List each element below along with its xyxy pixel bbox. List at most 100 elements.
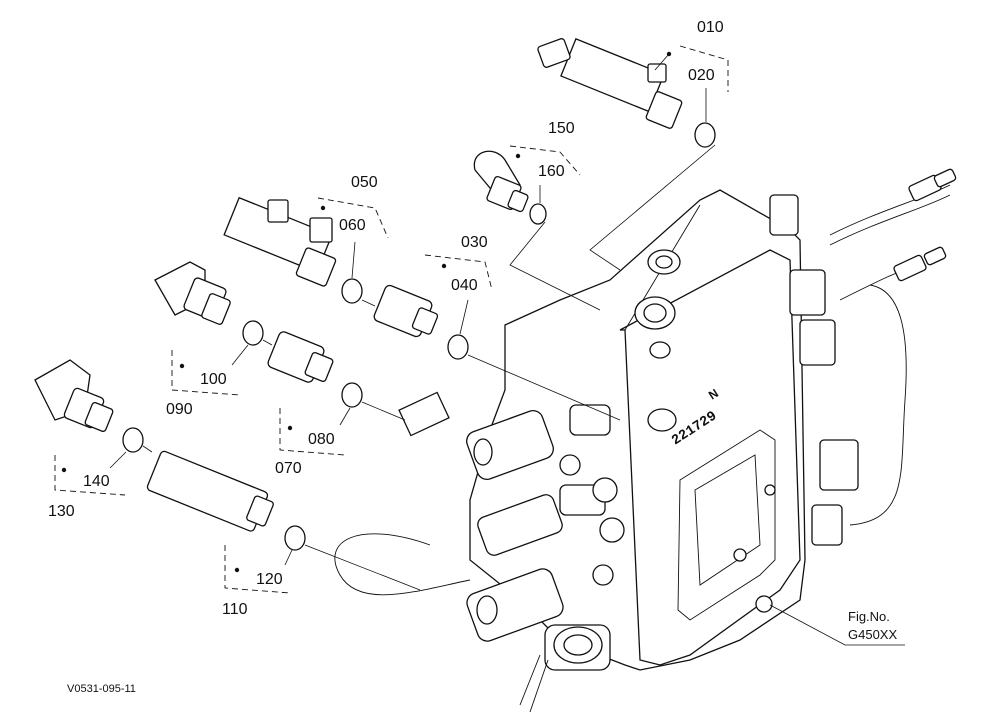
label-060: 060	[339, 217, 366, 234]
face-port	[647, 408, 677, 432]
part-090-thread	[201, 293, 231, 325]
wire-loop	[334, 533, 471, 596]
bracket-010	[679, 45, 729, 92]
part-150-thread	[507, 189, 529, 213]
dot-050	[320, 205, 326, 211]
control-valve-body	[334, 168, 957, 713]
side-spools	[769, 194, 859, 546]
axis-050	[361, 299, 376, 307]
top-port-1-inner	[655, 255, 673, 269]
label-110: 110	[222, 601, 248, 618]
label-160: 160	[538, 163, 565, 180]
dot-090	[179, 363, 185, 369]
part-130-thread	[84, 402, 114, 432]
bracket-070	[279, 408, 346, 456]
connector-1-tip	[933, 168, 957, 188]
label-080: 080	[308, 431, 335, 448]
drawing-code: V0531-095-11	[67, 683, 136, 695]
top-port-2-inner	[643, 303, 667, 323]
plug-2	[592, 477, 618, 503]
label-010: 010	[697, 19, 724, 36]
plug-4	[592, 564, 614, 586]
part-070-thread	[304, 352, 334, 382]
cable-3	[849, 284, 907, 526]
part-090-elbow-fitting	[154, 261, 231, 325]
part-110-thread	[246, 495, 274, 527]
lead-140	[109, 451, 127, 469]
lead-120	[284, 549, 293, 566]
part-050-tee-fitting	[223, 196, 337, 287]
wire-down-1	[519, 654, 541, 706]
bracket-150	[509, 145, 581, 176]
axis-070	[361, 401, 406, 421]
reference-marker	[398, 391, 450, 437]
spool-1	[769, 194, 799, 236]
dot-110	[234, 567, 240, 573]
lead-100	[231, 344, 249, 366]
figure-leader	[769, 604, 905, 646]
part-120-o-ring	[284, 525, 306, 551]
axis-130	[142, 445, 153, 453]
part-010-thread	[645, 91, 683, 129]
face-bolt-2	[764, 484, 776, 496]
figure-number: G450XX	[848, 627, 898, 642]
solenoid-valves	[466, 404, 625, 671]
part-010-tee-fitting	[537, 38, 683, 129]
axis-030	[467, 354, 621, 421]
spool-5	[811, 504, 843, 546]
part-150-elbow-fitting	[473, 150, 529, 213]
part-140-o-ring	[122, 427, 144, 453]
label-020: 020	[688, 67, 715, 84]
figure-label: Fig.No.	[848, 609, 890, 624]
connector-2-tip	[923, 246, 947, 266]
solenoid-1-end	[473, 438, 493, 466]
axis-110	[304, 544, 421, 591]
label-130: 130	[48, 503, 75, 520]
connector-2	[893, 254, 927, 282]
part-160-o-ring	[529, 203, 547, 225]
label-140: 140	[83, 473, 110, 490]
part-080-o-ring	[341, 382, 363, 408]
cover-plate	[677, 429, 776, 621]
cable-1b	[829, 194, 951, 246]
lead-010	[654, 53, 670, 71]
solenoid-4-cap-inner	[563, 634, 593, 656]
label-040: 040	[451, 277, 478, 294]
plug-3	[599, 517, 625, 543]
dot-150	[515, 153, 521, 159]
part-070-adapter	[267, 331, 334, 383]
cover-plate-inner	[694, 454, 761, 586]
solenoid-2	[477, 494, 563, 556]
part-030-thread	[411, 307, 439, 335]
lead-080	[339, 407, 351, 426]
bracket-030	[424, 254, 493, 291]
spool-2	[789, 269, 826, 316]
part-010-nipple	[537, 38, 571, 68]
bracket-090	[171, 350, 241, 396]
spool-3	[799, 319, 836, 366]
mount-bolt	[755, 595, 773, 613]
axis-010	[589, 144, 716, 271]
part-040-o-ring	[447, 334, 469, 360]
part-100-o-ring	[242, 320, 264, 346]
plug-1	[559, 454, 581, 476]
label-030: 030	[461, 234, 488, 251]
axis-090	[262, 339, 273, 346]
dot-130	[61, 467, 67, 473]
label-120: 120	[256, 571, 283, 588]
lead-060	[351, 241, 356, 279]
side-port	[649, 341, 671, 359]
part-050-side-port	[309, 217, 333, 243]
assembly-lines	[142, 144, 716, 591]
bracket-110	[224, 545, 291, 594]
solenoid-3-end	[476, 595, 498, 625]
wire-down-2	[529, 659, 549, 713]
face-bolt-1	[733, 548, 747, 562]
part-110-sleeve	[146, 450, 274, 532]
part-020-o-ring	[694, 122, 716, 148]
dot-070	[287, 425, 293, 431]
axis-150	[509, 221, 601, 311]
dot-030	[441, 263, 447, 269]
part-060-o-ring	[341, 278, 363, 304]
lead-040	[459, 299, 469, 335]
